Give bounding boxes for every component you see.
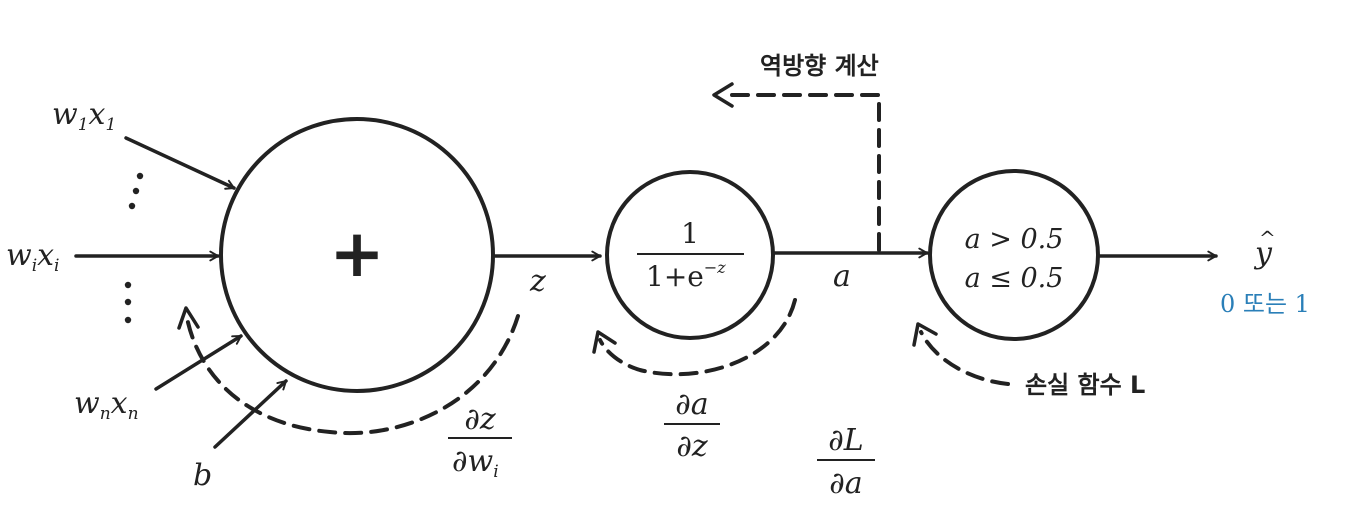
derivative-dz-dwi: ∂z ∂wi [448, 402, 512, 482]
loss-arrowhead [912, 322, 938, 347]
backprop-arrowhead [712, 82, 734, 108]
sigmoid-denominator: 1+e−z [646, 258, 726, 293]
input-ellipsis-upper [128, 172, 144, 210]
label-wixi: wixi [6, 238, 59, 276]
output-values: 0 또는 1 [1220, 290, 1310, 318]
sigmoid-numerator: 1 [681, 217, 699, 250]
input-arrow-bias [213, 379, 288, 449]
label-bias: b [193, 458, 212, 493]
svg-text:∂z: ∂z [464, 402, 496, 437]
label-a: a [833, 259, 851, 294]
svg-text:∂wi: ∂wi [452, 444, 499, 482]
svg-text:∂a: ∂a [675, 387, 708, 422]
backprop-path [723, 93, 881, 252]
backprop-label: 역방향 계산 [760, 52, 879, 80]
grad-dz-dwi-arrowhead [177, 306, 200, 330]
sigmoid-exponent: −z [704, 258, 726, 277]
label-w1x1: w1x1 [52, 97, 116, 135]
svg-text:∂L: ∂L [828, 423, 863, 458]
svg-text:∂z: ∂z [676, 429, 708, 464]
derivative-da-dz: ∂a ∂z [664, 387, 720, 464]
threshold-node [928, 169, 1100, 341]
input-arrow-wnxn [154, 334, 243, 391]
grad-da-dz-curve [598, 298, 797, 377]
loss-dashed-curve [919, 330, 1010, 386]
label-wnxn: wnxn [74, 386, 139, 424]
threshold-line2: a ≤ 0.5 [965, 263, 1064, 294]
grad-da-dz-arrowhead [592, 330, 617, 354]
grad-dz-dwi-curve [185, 314, 520, 436]
derivative-dL-da: ∂L ∂a [817, 423, 875, 501]
threshold-line1: a > 0.5 [965, 224, 1064, 255]
loss-label: 손실 함수 L [1025, 371, 1145, 399]
sum-symbol: + [329, 215, 384, 292]
label-y-hat: y [1253, 236, 1273, 271]
label-z: z [529, 264, 546, 299]
svg-text:∂a: ∂a [829, 466, 862, 501]
label-y-hat-mark: ^ [1259, 226, 1276, 250]
input-ellipsis-lower [124, 281, 132, 324]
input-arrow-w1x1 [124, 136, 236, 190]
